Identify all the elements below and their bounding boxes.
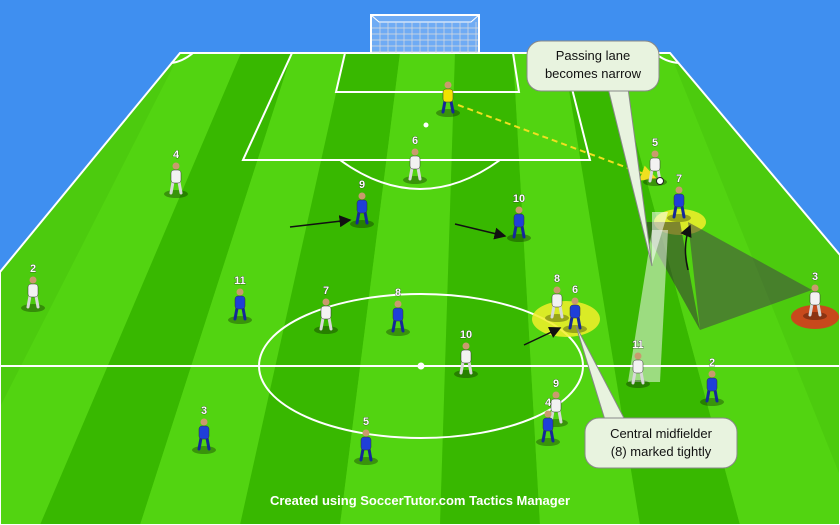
player-number-label: 7	[676, 173, 682, 185]
player-number-label: 7	[323, 285, 329, 297]
callout-passing-lane-line1: Passing lane	[556, 48, 630, 63]
player-number-label: 6	[572, 284, 578, 296]
player-number-label: 4	[545, 397, 552, 409]
player-number-label: 4	[173, 149, 180, 161]
player-number-label: 2	[709, 357, 715, 369]
credit-text: Created using SoccerTutor.com Tactics Ma…	[270, 493, 570, 508]
player-number-label: 3	[201, 405, 207, 417]
ball-icon	[657, 178, 664, 185]
callout-passing-lane-line2: becomes narrow	[545, 66, 642, 81]
player-number-label: 5	[652, 137, 658, 149]
spare-ball-icon	[424, 123, 429, 128]
player-number-label: 2	[30, 263, 36, 275]
player-number-label: 9	[359, 179, 365, 191]
player-number-label: 10	[513, 193, 525, 205]
callout-midfielder-line1: Central midfielder	[610, 426, 713, 441]
player-number-label: 3	[812, 271, 818, 283]
player-number-label: 8	[395, 287, 401, 299]
player-number-label: 9	[553, 378, 559, 390]
goal	[371, 15, 479, 53]
player-number-label: 10	[460, 329, 472, 341]
player-number-label: 11	[234, 275, 246, 287]
player-number-label: 6	[412, 135, 418, 147]
player-number-label: 8	[554, 273, 560, 285]
callout-midfielder-line2: (8) marked tightly	[611, 444, 712, 459]
player-number-label: 11	[632, 339, 644, 351]
centre-spot	[419, 364, 424, 369]
player-number-label: 5	[363, 416, 369, 428]
